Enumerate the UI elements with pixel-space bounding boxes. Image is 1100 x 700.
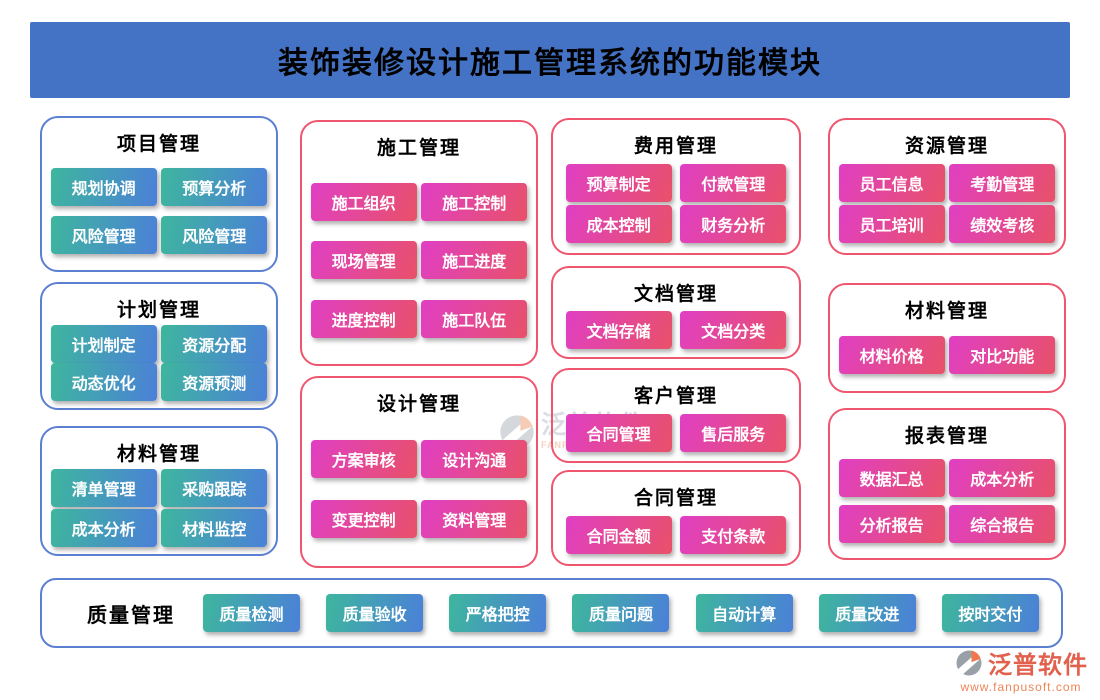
feature-button[interactable]: 质量问题 xyxy=(572,594,670,632)
feature-button[interactable]: 按时交付 xyxy=(941,594,1039,632)
fanpu-logo-icon xyxy=(954,648,984,678)
module-document: 文档管理 文档存储 文档分类 xyxy=(551,266,801,359)
feature-button[interactable]: 施工进度 xyxy=(421,241,528,279)
feature-button[interactable]: 施工组织 xyxy=(310,182,417,221)
module-title: 施工管理 xyxy=(376,138,461,159)
module-material-price: 材料管理 材料价格 对比功能 xyxy=(828,283,1066,393)
feature-button[interactable]: 综合报告 xyxy=(949,505,1056,544)
feature-button[interactable]: 财务分析 xyxy=(680,205,787,244)
feature-button[interactable]: 规划协调 xyxy=(50,168,157,206)
module-title: 材料管理 xyxy=(116,444,201,465)
button-grid: 材料价格 对比功能 xyxy=(830,323,1064,391)
feature-button[interactable]: 员工信息 xyxy=(838,163,945,202)
module-project: 项目管理 规划协调 预算分析 风险管理 风险管理 xyxy=(40,116,278,272)
feature-button[interactable]: 分析报告 xyxy=(838,505,945,544)
feature-button[interactable]: 资源预测 xyxy=(161,363,268,402)
module-title: 客户管理 xyxy=(633,386,718,407)
feature-button[interactable]: 变更控制 xyxy=(310,500,417,538)
feature-button[interactable]: 成本控制 xyxy=(565,205,672,244)
feature-button[interactable]: 绩效考核 xyxy=(949,205,1056,244)
feature-button[interactable]: 合同金额 xyxy=(565,516,672,554)
button-grid: 方案审核 设计沟通 变更控制 资料管理 xyxy=(302,416,536,566)
feature-button[interactable]: 材料监控 xyxy=(161,508,268,547)
feature-button[interactable]: 风险管理 xyxy=(50,216,157,254)
feature-button[interactable]: 施工控制 xyxy=(421,182,528,221)
module-construction: 施工管理 施工组织 施工控制 现场管理 施工进度 进度控制 施工队伍 xyxy=(300,120,538,366)
feature-button[interactable]: 文档分类 xyxy=(680,310,787,349)
module-report: 报表管理 数据汇总 成本分析 分析报告 综合报告 xyxy=(828,408,1066,560)
feature-button[interactable]: 预算分析 xyxy=(161,168,268,206)
feature-button[interactable]: 材料价格 xyxy=(838,336,945,374)
button-grid: 规划协调 预算分析 风险管理 风险管理 xyxy=(42,156,276,270)
module-title: 质量管理 xyxy=(87,604,175,627)
button-grid: 计划制定 资源分配 动态优化 资源预测 xyxy=(42,322,276,408)
button-grid: 预算制定 付款管理 成本控制 财务分析 xyxy=(553,158,799,253)
button-grid: 合同金额 支付条款 xyxy=(553,510,799,564)
feature-button[interactable]: 严格把控 xyxy=(449,594,547,632)
button-row: 质量检测 质量验收 严格把控 质量问题 自动计算 质量改进 按时交付 xyxy=(203,594,1039,632)
page-title: 装饰装修设计施工管理系统的功能模块 xyxy=(278,47,822,80)
feature-button[interactable]: 考勤管理 xyxy=(949,163,1056,202)
feature-button[interactable]: 文档存储 xyxy=(565,310,672,349)
button-grid: 文档存储 文档分类 xyxy=(553,306,799,357)
feature-button[interactable]: 付款管理 xyxy=(680,163,787,202)
module-quality: 质量管理 质量检测 质量验收 严格把控 质量问题 自动计算 质量改进 按时交付 xyxy=(40,578,1063,648)
brand-logo: 泛普软件 www.fanpusoft.com xyxy=(954,645,1088,694)
module-title: 设计管理 xyxy=(376,394,461,415)
module-title: 报表管理 xyxy=(904,426,989,447)
module-title: 费用管理 xyxy=(633,136,718,157)
button-grid: 施工组织 施工控制 现场管理 施工进度 进度控制 施工队伍 xyxy=(302,160,536,364)
feature-button[interactable]: 风险管理 xyxy=(161,216,268,254)
feature-button[interactable]: 方案审核 xyxy=(310,440,417,478)
module-material-list: 材料管理 清单管理 采购跟踪 成本分析 材料监控 xyxy=(40,426,278,556)
feature-button[interactable]: 质量改进 xyxy=(818,594,916,632)
feature-button[interactable]: 成本分析 xyxy=(949,458,1056,497)
feature-button[interactable]: 设计沟通 xyxy=(421,440,528,478)
module-title: 合同管理 xyxy=(633,488,718,509)
feature-button[interactable]: 质量验收 xyxy=(326,594,424,632)
feature-button[interactable]: 进度控制 xyxy=(310,299,417,338)
module-design: 设计管理 方案审核 设计沟通 变更控制 资料管理 xyxy=(300,376,538,568)
feature-button[interactable]: 资料管理 xyxy=(421,500,528,538)
module-title: 文档管理 xyxy=(633,284,718,305)
feature-button[interactable]: 资源分配 xyxy=(161,324,268,363)
button-grid: 合同管理 售后服务 xyxy=(553,408,799,461)
module-customer: 客户管理 合同管理 售后服务 xyxy=(551,368,801,463)
brand-url[interactable]: www.fanpusoft.com xyxy=(960,680,1082,694)
feature-button[interactable]: 售后服务 xyxy=(680,413,787,452)
feature-button[interactable]: 员工培训 xyxy=(838,205,945,244)
feature-button[interactable]: 自动计算 xyxy=(695,594,793,632)
module-title: 资源管理 xyxy=(904,136,989,157)
feature-button[interactable]: 成本分析 xyxy=(50,508,157,547)
feature-button[interactable]: 对比功能 xyxy=(949,336,1056,374)
button-grid: 数据汇总 成本分析 分析报告 综合报告 xyxy=(830,448,1064,558)
button-grid: 清单管理 采购跟踪 成本分析 材料监控 xyxy=(42,466,276,554)
feature-button[interactable]: 清单管理 xyxy=(50,469,157,508)
header-banner: 装饰装修设计施工管理系统的功能模块 xyxy=(30,22,1070,98)
feature-button[interactable]: 施工队伍 xyxy=(421,299,528,338)
feature-button[interactable]: 计划制定 xyxy=(50,324,157,363)
feature-button[interactable]: 现场管理 xyxy=(310,241,417,279)
module-resource: 资源管理 员工信息 考勤管理 员工培训 绩效考核 xyxy=(828,118,1066,255)
button-grid: 员工信息 考勤管理 员工培训 绩效考核 xyxy=(830,158,1064,253)
feature-button[interactable]: 数据汇总 xyxy=(838,458,945,497)
module-title: 项目管理 xyxy=(116,134,201,155)
feature-button[interactable]: 支付条款 xyxy=(680,516,787,554)
module-contract: 合同管理 合同金额 支付条款 xyxy=(551,470,801,566)
feature-button[interactable]: 质量检测 xyxy=(203,594,300,632)
feature-button[interactable]: 动态优化 xyxy=(50,363,157,402)
feature-button[interactable]: 采购跟踪 xyxy=(161,469,268,508)
module-plan: 计划管理 计划制定 资源分配 动态优化 资源预测 xyxy=(40,282,278,410)
feature-button[interactable]: 合同管理 xyxy=(565,413,672,452)
module-cost: 费用管理 预算制定 付款管理 成本控制 财务分析 xyxy=(551,118,801,255)
module-title: 材料管理 xyxy=(904,301,989,322)
feature-button[interactable]: 预算制定 xyxy=(565,163,672,202)
module-title: 计划管理 xyxy=(116,300,201,321)
brand-name: 泛普软件 xyxy=(988,652,1088,679)
